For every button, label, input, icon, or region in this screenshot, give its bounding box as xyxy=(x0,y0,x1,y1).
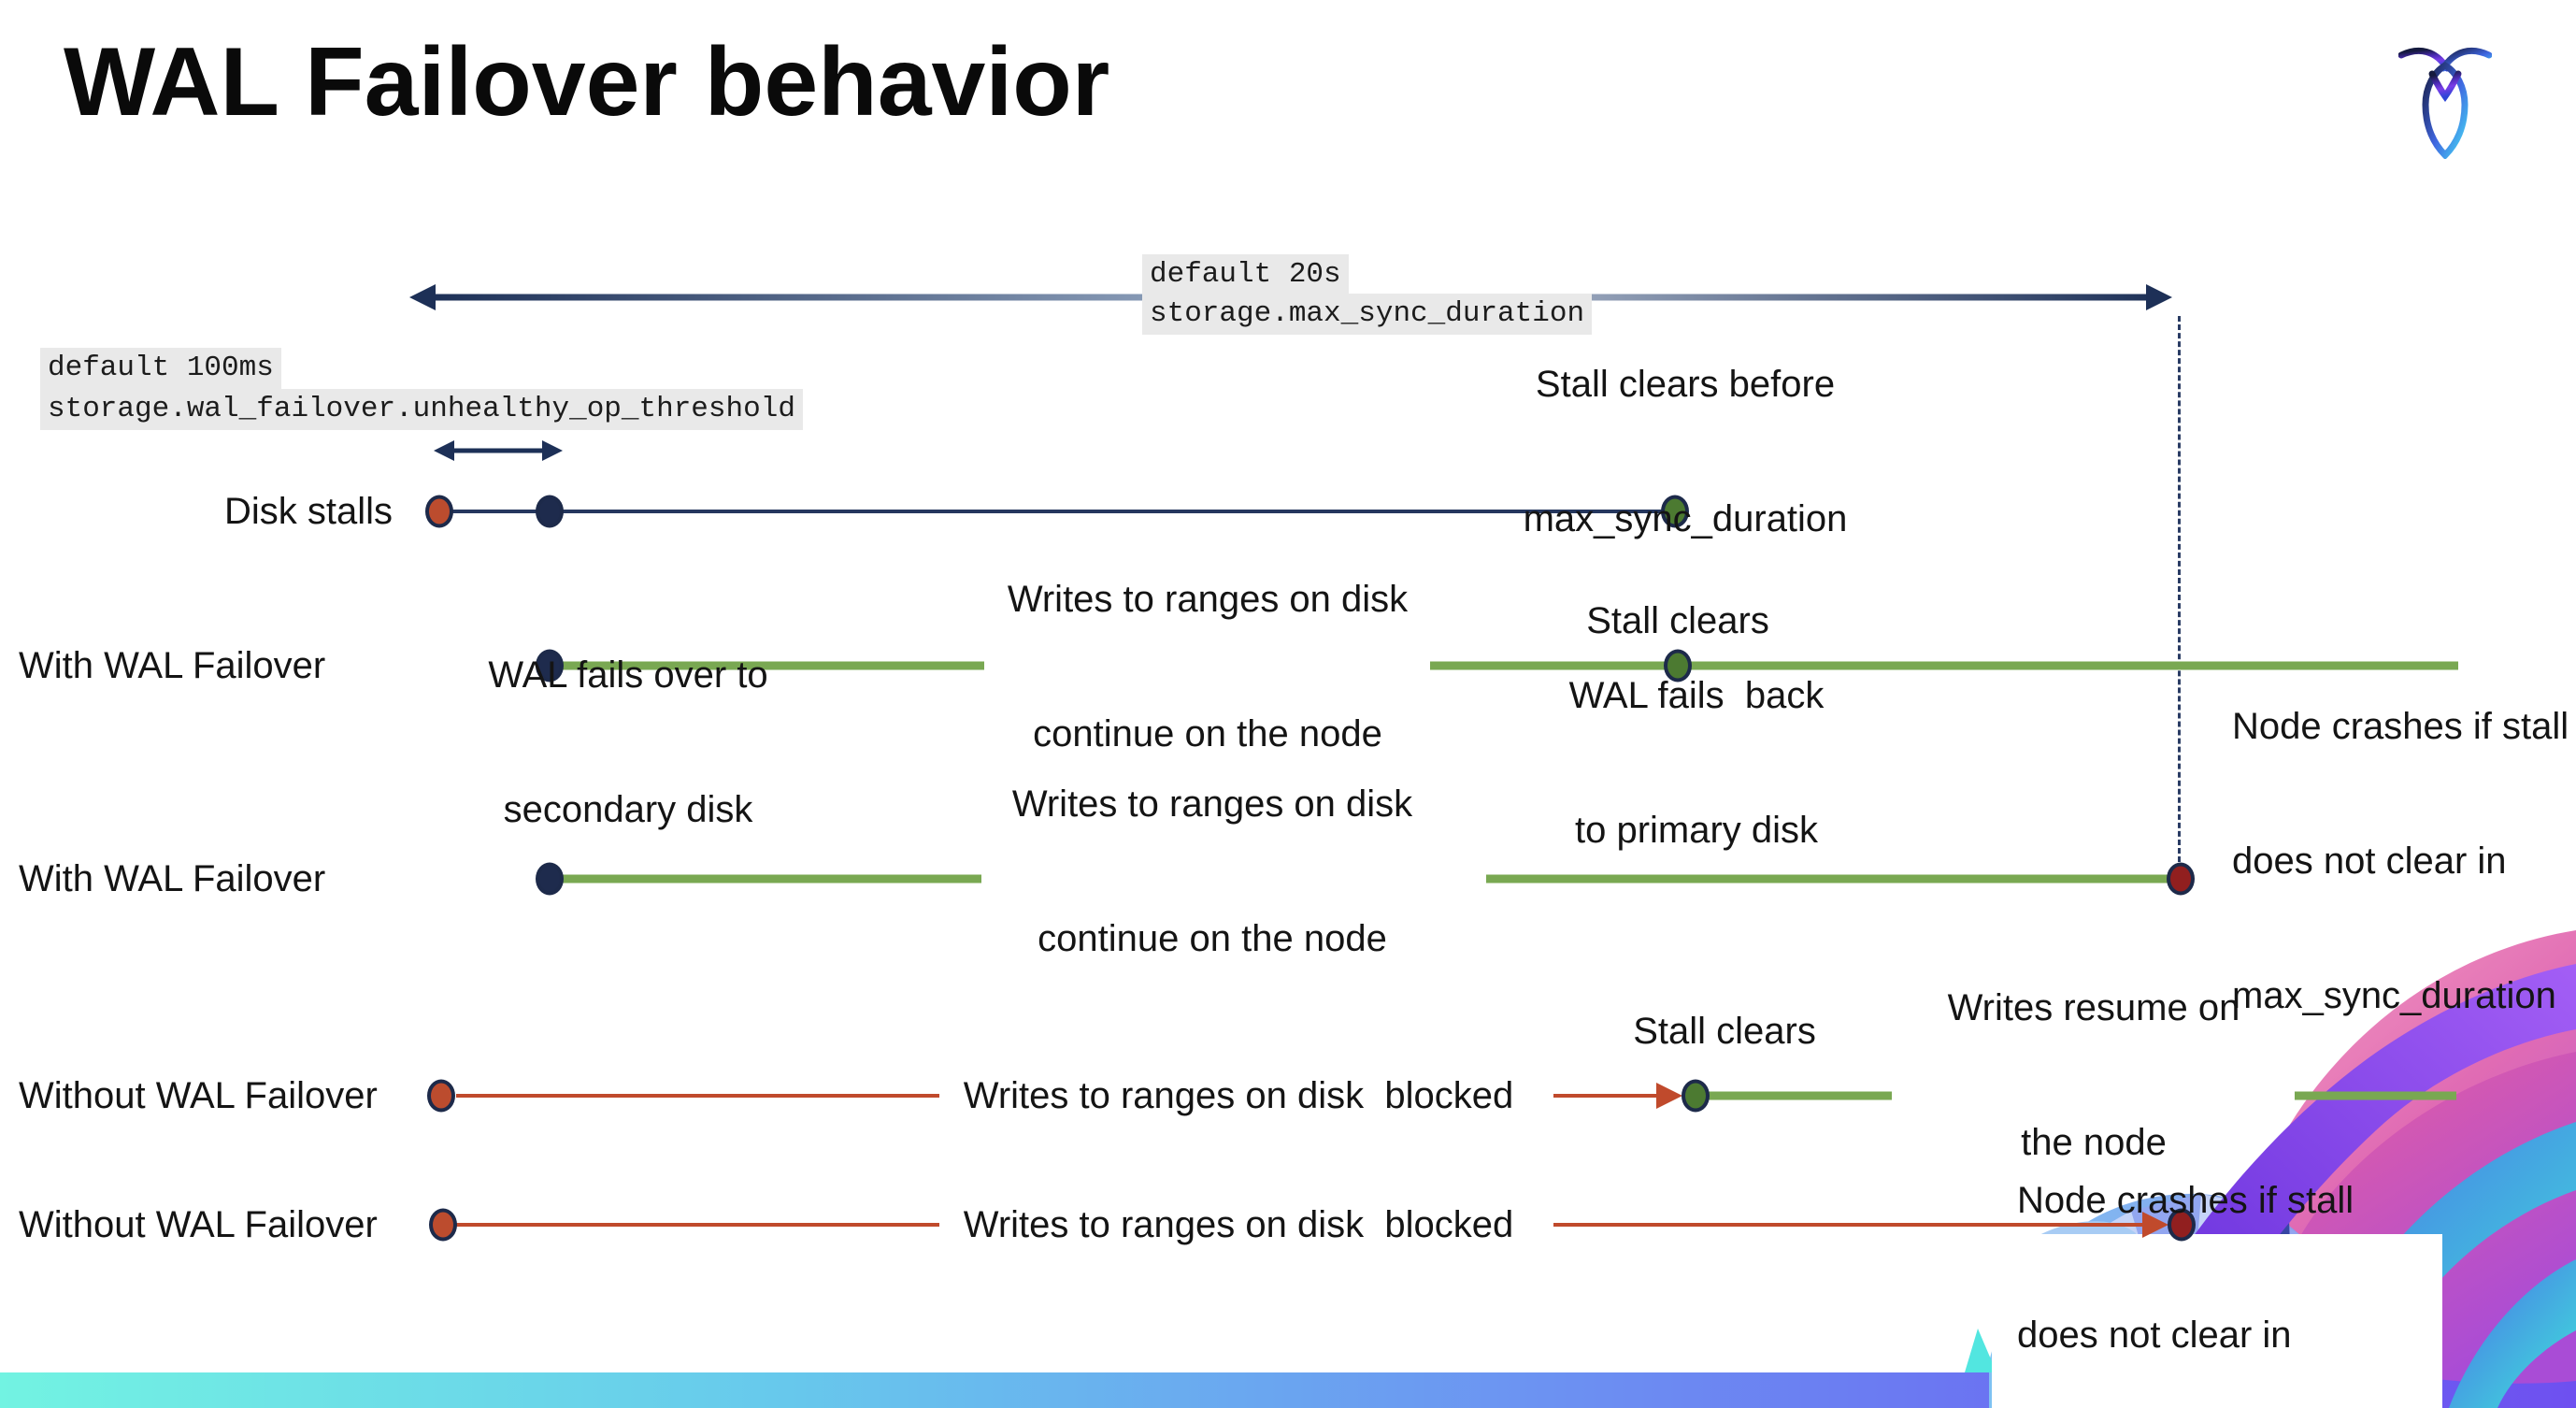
threshold-setting-label: storage.wal_failover.unhealthy_op_thresh… xyxy=(40,389,803,430)
row-label-without-wal-failover-1: Without WAL Failover xyxy=(19,1075,378,1116)
writes-blocked-line-1a xyxy=(456,1094,939,1098)
node-crashes-text-1: Node crashes if stall does not clear in … xyxy=(2232,706,2569,1016)
writes-blocked-line-2b xyxy=(1553,1223,2146,1227)
row-label-disk-stalls: Disk stalls xyxy=(223,491,393,532)
node-crashes-text-2: Node crashes if stall does not clear in … xyxy=(2017,1180,2354,1356)
max-sync-default-label: default 20s xyxy=(1142,254,1349,295)
node-crashes-label-box xyxy=(1992,1234,2442,1408)
writes-resume-line-1a xyxy=(1709,1091,1892,1100)
threshold-arrow-shaft xyxy=(451,448,544,453)
red-arrow-head-row5-icon xyxy=(2142,1212,2168,1238)
stall-clears-text-2: Stall clears xyxy=(1633,1011,1816,1052)
writes-continue-text-1: Writes to ranges on disk continue on the… xyxy=(1007,579,1409,754)
writes-blocked-line-1b xyxy=(1553,1094,1660,1098)
writes-continue-text-2: Writes to ranges on disk continue on the… xyxy=(1011,783,1413,959)
red-arrow-head-row4-icon xyxy=(1656,1083,1682,1109)
arrow-head-left-icon xyxy=(409,284,436,310)
max-sync-setting-label: storage.max_sync_duration xyxy=(1142,294,1593,335)
arrow-head-right-icon xyxy=(2146,284,2172,310)
stall-clears-dot-row2 xyxy=(1664,649,1692,682)
threshold-arrow-head-right-icon xyxy=(542,440,563,461)
stall-clears-before-text: Stall clears before max_sync_duration xyxy=(1523,364,1848,539)
stall-clears-dot-row1 xyxy=(1661,495,1689,528)
row-label-without-wal-failover-2: Without WAL Failover xyxy=(19,1204,378,1245)
row-label-with-wal-failover-2: With WAL Failover xyxy=(19,858,326,899)
stall-start-dot-row4 xyxy=(427,1079,455,1113)
writes-continue-line-2b xyxy=(1486,874,2173,884)
writes-blocked-text-1: Writes to ranges on disk blocked xyxy=(963,1075,1514,1116)
failover-dot-row3 xyxy=(536,862,564,896)
max-sync-deadline-dashed-line xyxy=(2178,316,2181,862)
failover-dot-row2 xyxy=(536,649,564,682)
writes-blocked-text-2: Writes to ranges on disk blocked xyxy=(963,1204,1514,1245)
row-label-with-wal-failover-1: With WAL Failover xyxy=(19,645,326,686)
wal-fails-back-text: WAL fails back to primary disk xyxy=(1568,675,1825,851)
writes-continue-line-2a xyxy=(561,874,981,884)
threshold-arrow-head-left-icon xyxy=(434,440,454,461)
threshold-reached-dot xyxy=(536,495,564,528)
node-crash-dot-row3 xyxy=(2167,862,2195,896)
stall-clears-text-1: Stall clears xyxy=(1586,600,1769,641)
writes-continue-line-1a xyxy=(561,661,984,670)
stall-start-dot-row5 xyxy=(429,1208,457,1242)
wal-fails-over-text: WAL fails over to secondary disk xyxy=(488,654,768,830)
cockroachdb-logo-icon xyxy=(2398,47,2492,159)
writes-resume-text: Writes resume on the node xyxy=(1947,987,2240,1163)
node-crash-dot-row5 xyxy=(2168,1208,2196,1242)
disk-stall-timeline xyxy=(439,510,1675,513)
writes-continue-line-1b xyxy=(1430,661,2458,670)
stall-clears-dot-row4 xyxy=(1682,1079,1710,1113)
disk-stall-start-dot xyxy=(425,495,453,528)
page-title: WAL Failover behavior xyxy=(64,28,1110,136)
writes-resume-line-1b xyxy=(2295,1091,2456,1100)
writes-blocked-line-2a xyxy=(456,1223,939,1227)
threshold-default-label: default 100ms xyxy=(40,348,281,389)
